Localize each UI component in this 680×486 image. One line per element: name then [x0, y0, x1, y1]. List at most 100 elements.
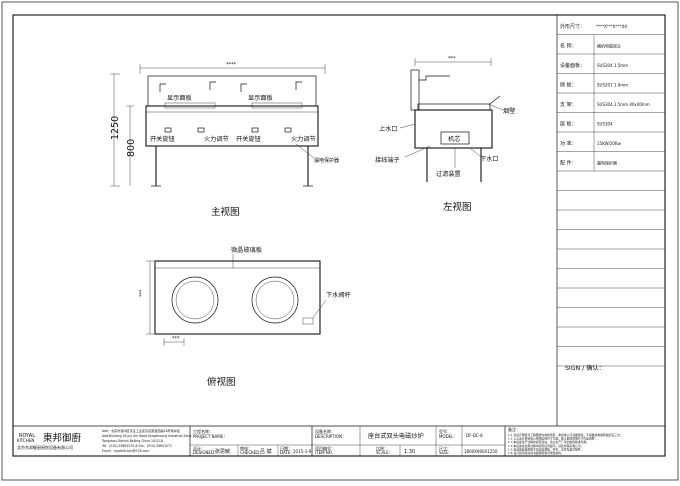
top-depth-dim: *** [139, 289, 145, 297]
scale-value: 1:30 [404, 449, 415, 455]
left-view-title: 左视图 [443, 201, 472, 213]
designer-label-en: DESIGNED： [193, 450, 218, 455]
wok-right [251, 102, 303, 109]
spec-row-label: 配 件： [560, 160, 577, 167]
spec-row-label: 名 称： [560, 43, 577, 50]
email: Email：royalkitchen@126.com [102, 449, 149, 453]
label-drain-valve: 下水阀杆 [326, 291, 351, 299]
spec-table: 外形尺寸：****X***X***(H)名 称：横机电磁双头设备面板：SUS30… [557, 23, 665, 372]
item-label-en: ITEM NO.： [315, 450, 337, 455]
model-label-en: MODEL： [439, 434, 457, 439]
label-machine: 机芯 [448, 135, 460, 143]
note-line: 1-4 本设备在使用过程中如有任何疑问，请及时联系我公司； [508, 444, 583, 448]
note-line: 1-3 本设备生产过程中如有改动，请以生产厂家的最终版本为准； [508, 440, 589, 444]
top-outline [154, 260, 321, 335]
spec-row-label: 支 架： [560, 101, 577, 108]
top-view: *** 微晶玻璃板 下水阀杆 *** 俯视图 [139, 246, 351, 388]
spec-row-value: SUS201 1.0mm [597, 83, 628, 88]
note-line: 1-1 此设计图纸为工程图纸内容的所有，未经本公司书面授权，不得做复制或转载给第… [508, 433, 623, 437]
front-cabinet [145, 105, 319, 147]
machine-core [440, 131, 470, 145]
item-label: 项目编号： [315, 445, 335, 451]
spec-row-value: 漏电保护器 [597, 160, 617, 166]
model-label: 型号： [439, 428, 451, 434]
spec-row-label: 侧 板： [560, 82, 577, 89]
label-water-in: 上水口 [379, 125, 398, 133]
front-view-title: 主视图 [211, 206, 240, 218]
spec-row-value: ****X***X***(H) [596, 24, 628, 29]
label-power-left: 火力调节 [204, 135, 229, 143]
left-faucet [419, 75, 450, 81]
spec-row-value: SUS304 1.5mm [597, 63, 628, 68]
top-view-title: 俯视图 [207, 376, 236, 388]
knob-switch-right [251, 127, 259, 133]
spec-row-value: 横机电磁双头 [597, 43, 621, 49]
spec-row-value: 15KW/20Kw [597, 141, 622, 146]
faucet-right [240, 83, 247, 92]
model-value: DF-DC-8 [466, 433, 483, 438]
label-glass-panel: 微晶玻璃板 [231, 246, 262, 254]
scale-label: 比例： [376, 445, 388, 451]
scale-label-en: SCALE： [376, 450, 393, 455]
tel-fax: Tel：(010)-59651570-8 Fax：(010)-59651571 [101, 444, 172, 448]
size-label: 尺寸： [439, 445, 451, 451]
date-value: 2015-3-9 [293, 449, 312, 454]
brand-cn: 東邦御廚 [43, 432, 82, 444]
front-height-dim: 1250 [110, 116, 121, 140]
top-stub-dim: *** [172, 336, 180, 342]
left-view: *** 机芯 上水口 烟壁 下水口 接线端子 过滤装置 左视图 [375, 56, 515, 213]
desc-label: 设备名称： [315, 428, 335, 434]
label-back-panel: 烟壁 [503, 107, 515, 115]
brand-en-2: KITCHEN [17, 438, 34, 443]
front-view: **** 1250 800 显示面板 显示面板 开关旋钮 火力调节 [110, 62, 339, 218]
left-cabinet [414, 109, 493, 149]
label-water-out: 下水口 [480, 155, 499, 163]
label-switch-left: 开关旋钮 [150, 135, 175, 143]
burner-left [171, 276, 219, 324]
sign-label: SIGN / 确认： [565, 364, 605, 372]
label-filter: 过滤装置 [436, 170, 461, 178]
address-3: Tongzhou District,Beijing China 101118 [101, 439, 163, 443]
knob-power-right [284, 127, 292, 133]
project-label-en: PROJECT NAME： [193, 434, 227, 439]
designer-label: 设计： [193, 445, 205, 451]
company-cn: 北京东邦御厨厨房设备有限公司 [17, 444, 73, 450]
desc-label-en: DESCRIPTION： [315, 434, 346, 439]
spec-row-value: SUS304 [597, 122, 613, 127]
spec-row-label: 层 板： [560, 121, 577, 128]
label-switch-right: 开关旋钮 [236, 135, 261, 143]
spec-row-label: 外形尺寸： [560, 23, 585, 30]
address-2: Add:Building 18.Jux Xin Road,Songzhuang … [102, 434, 191, 438]
front-counter-height-dim: 800 [126, 139, 137, 157]
burner-right [251, 276, 299, 324]
spec-row-value: SUS304 1.5mm 40x40mm [597, 102, 650, 107]
knob-power-left [197, 127, 205, 133]
date-label-en: DATE： [280, 450, 294, 455]
label-drain-key: 接线端子 [375, 156, 400, 164]
desc-value: 座台式双头电磁炒炉 [368, 432, 424, 440]
note-line: 1-2 以上设计资料请以现场实际尺寸为准，施工前按现场尺寸作出调整； [508, 437, 597, 441]
drawing-frame [12, 14, 666, 457]
note-line: 1-5 本设备标准配置不包含电源线、开关、水管及其它配件； [508, 447, 583, 451]
wok-left [164, 102, 216, 109]
label-power-right: 火力调节 [291, 135, 316, 143]
faucet-left [159, 83, 166, 92]
brand-en-1: ROYAL [19, 433, 35, 439]
checker-label-en: CHECKED： [240, 450, 263, 455]
address-1: Add：北京市通州区宋庄工业区东区聚鑫西路18号院中区 [102, 428, 180, 433]
size-value: 1800X900X1250 [464, 449, 498, 454]
date-label: 日期： [280, 445, 292, 451]
checker-label: 审核： [240, 445, 252, 451]
checker-name: 吕 斌 [260, 448, 272, 455]
knob-switch-left [164, 127, 172, 133]
note-line: 1-6 设计如有改动请书面通知我司修改资料。 [508, 451, 564, 455]
notes-title: 备注： [508, 426, 520, 432]
left-depth-dim: *** [448, 56, 456, 62]
title-block: ROYAL KITCHEN 東邦御廚 北京东邦御厨厨房设备有限公司 Add：北京… [17, 426, 623, 456]
project-label: 工程名称： [193, 428, 213, 434]
drain-valve-symbol [302, 317, 314, 325]
front-width-dim: **** [226, 62, 237, 68]
